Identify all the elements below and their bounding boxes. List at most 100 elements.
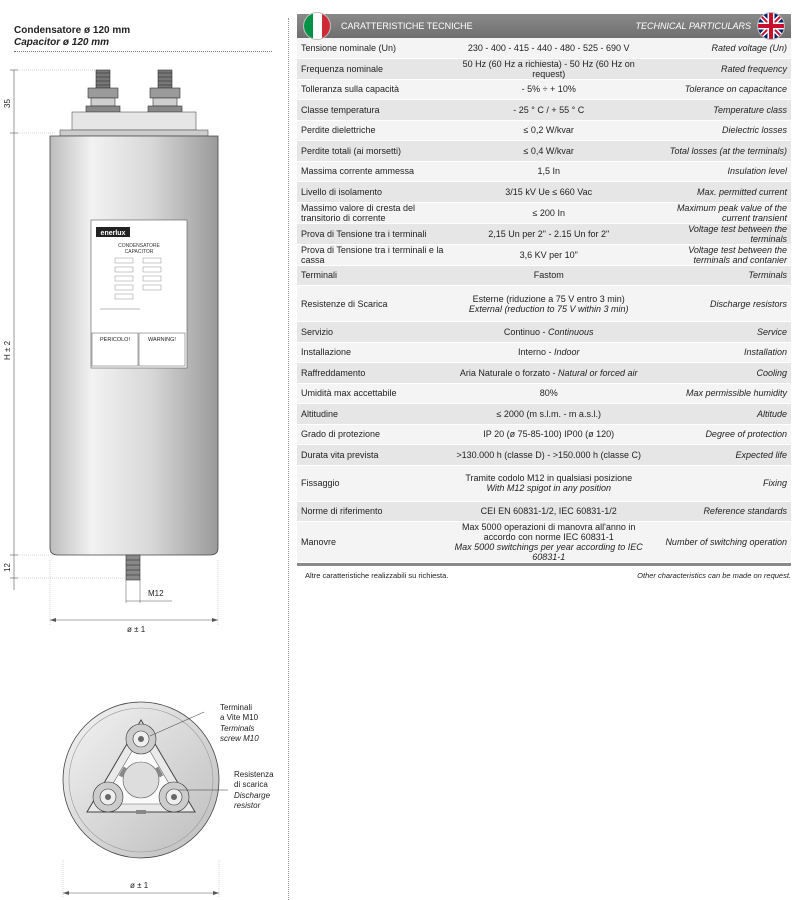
spec-row: Manovre Max 5000 operazioni di manovra al… xyxy=(297,521,791,563)
spec-value-primary: IP 20 (ø 75-85-100) IP00 (ø 120) xyxy=(483,429,615,440)
spec-value: ≤ 200 In xyxy=(447,202,650,224)
spec-row: Tensione nominale (Un)230 - 400 - 415 - … xyxy=(297,38,791,59)
dim-bottom-label: 12 xyxy=(3,563,12,572)
spec-label-it: Classe temperatura xyxy=(297,99,448,121)
spec-label-it: Massima corrente ammessa xyxy=(297,161,448,182)
spec-label-en: Dielectric losses xyxy=(649,120,791,141)
spec-label-en: Reference standards xyxy=(649,501,791,522)
spec-row: Fissaggio Tramite codolo M12 in qualsiasi… xyxy=(297,465,791,502)
spec-label-en: Terminals xyxy=(649,265,791,286)
spec-row: Massimo valore di cresta del transitorio… xyxy=(297,202,791,224)
spec-row: Altitudine≤ 2000 (m s.l.m. - m a.s.l.)Al… xyxy=(297,403,791,425)
spec-label-it: Frequenza nominale xyxy=(297,58,448,80)
dia-label-bottom: ø ± 1 xyxy=(130,881,149,890)
spec-label-it: Manovre xyxy=(297,521,448,563)
spec-label-en: Discharge resistors xyxy=(649,285,791,322)
spec-value-primary: 50 Hz (60 Hz a richiesta) - 50 Hz (60 Hz… xyxy=(462,58,635,79)
spec-value: Max 5000 operazioni di manovra all'anno … xyxy=(447,521,650,563)
discharge-resistor-icon xyxy=(118,766,164,814)
spec-label-it: Grado di protezione xyxy=(297,424,448,445)
spec-value: 3,6 KV per 10" xyxy=(447,244,650,266)
spec-value: - 5% ÷ + 10% xyxy=(447,79,650,100)
spec-row: Tolleranza sulla capacità- 5% ÷ + 10%Tol… xyxy=(297,79,791,100)
capacitor-top-view xyxy=(62,701,220,859)
spec-label-en: Voltage test between the terminals xyxy=(649,223,791,245)
column-divider xyxy=(288,18,289,900)
dim-top-label: 35 xyxy=(3,99,12,108)
spec-value-secondary: With M12 spigot in any position xyxy=(486,483,611,493)
spec-value-primary: ≤ 0,4 W/kvar xyxy=(523,145,574,156)
spec-label-en: Tolerance on capacitance xyxy=(649,79,791,100)
spec-value: - 25 ° C / + 55 ° C xyxy=(447,99,650,121)
spec-value-primary: Tramite codolo M12 in qualsiasi posizion… xyxy=(465,473,633,483)
spec-label-en: Degree of protection xyxy=(649,424,791,445)
spec-label-it: Massimo valore di cresta del transitorio… xyxy=(297,202,448,224)
spec-value: CEI EN 60831-1/2, IEC 60831-1/2 xyxy=(447,501,650,522)
spec-value-primary: - 25 ° C / + 55 ° C xyxy=(513,104,585,115)
spec-value: 50 Hz (60 Hz a richiesta) - 50 Hz (60 Hz… xyxy=(447,58,650,80)
spec-value-secondary: Continuous xyxy=(547,326,594,337)
title-separator xyxy=(14,51,272,52)
callout-terminals-line1: Terminali xyxy=(220,703,252,712)
nameplate-type-en: CAPACITOR xyxy=(125,249,154,255)
spec-row: Frequenza nominale 50 Hz (60 Hz a richies… xyxy=(297,58,791,80)
spec-value-secondary: Indoor xyxy=(553,347,580,358)
spec-row: Perdite totali (ai morsetti)≤ 0,4 W/kvar… xyxy=(297,140,791,162)
spec-value-primary: - 5% ÷ + 10% xyxy=(521,84,576,95)
italian-flag-icon xyxy=(303,12,331,40)
spec-value-secondary: External (reduction to 75 V within 3 min… xyxy=(468,303,629,314)
spec-label-en: Insulation level xyxy=(649,161,791,182)
spec-value: Continuo - Continuous xyxy=(447,321,650,343)
spec-label-it: Servizio xyxy=(297,321,448,343)
callout-terminals-line3: Terminals xyxy=(220,724,254,733)
specs-header-en: TECHNICAL PARTICULARS xyxy=(635,21,751,31)
spec-label-it: Terminali xyxy=(297,265,448,286)
spec-label-it: Installazione xyxy=(297,342,448,363)
product-title: Condensatore ø 120 mm Capacitor ø 120 mm xyxy=(14,25,130,49)
spec-value-primary: Interno - xyxy=(517,347,554,358)
terminal-stud-right-icon xyxy=(147,69,183,113)
uk-flag-icon xyxy=(757,12,785,40)
spec-label-en: Service xyxy=(649,321,791,343)
spec-value: ≤ 0,4 W/kvar xyxy=(447,140,650,162)
specs-header-it: CARATTERISTICHE TECNICHE xyxy=(341,21,473,31)
spec-value-primary: ≤ 200 In xyxy=(532,207,565,218)
spec-label-it: Raffreddamento xyxy=(297,362,448,384)
specs-notes: Altre caratteristiche realizzabili su ri… xyxy=(297,571,791,583)
product-title-en: Capacitor ø 120 mm xyxy=(14,37,110,48)
spec-label-it: Prova di Tensione tra i terminali xyxy=(297,223,448,245)
spec-label-en: Voltage test between the terminals and c… xyxy=(649,244,791,266)
spec-value: ≤ 2000 (m s.l.m. - m a.s.l.) xyxy=(447,403,650,425)
product-title-it: Condensatore ø 120 mm xyxy=(14,25,131,36)
dia-label: ø ± 1 xyxy=(127,625,146,634)
spec-label-en: Number of switching operation xyxy=(649,521,791,563)
spec-label-it: Norme di riferimento xyxy=(297,501,448,522)
spec-label-it: Fissaggio xyxy=(297,465,448,502)
spec-label-en: Installation xyxy=(649,342,791,363)
spec-value: >130.000 h (classe D) - >150.000 h (clas… xyxy=(447,444,650,466)
spec-value: Interno - Indoor xyxy=(447,342,650,363)
spec-value-primary: Aria Naturale o forzato - xyxy=(459,367,558,378)
spec-label-it: Umidità max accettabile xyxy=(297,383,448,404)
spec-row: Norme di riferimento CEI EN 60831-1/2, IE… xyxy=(297,501,791,522)
spec-label-en: Fixing xyxy=(649,465,791,502)
spec-value-primary: 1,5 In xyxy=(537,166,560,177)
spec-value-primary: Max 5000 operazioni di manovra all'anno … xyxy=(462,522,636,542)
spec-label-en: Cooling xyxy=(649,362,791,384)
specs-table: Tensione nominale (Un)230 - 400 - 415 - … xyxy=(297,38,791,563)
spec-value-primary: ≤ 2000 (m s.l.m. - m a.s.l.) xyxy=(496,408,601,419)
spec-label-en: Total losses (at the terminals) xyxy=(649,140,791,162)
spec-value: 80% xyxy=(447,383,650,404)
spec-value-primary: CEI EN 60831-1/2, IEC 60831-1/2 xyxy=(480,506,617,517)
spec-value-primary: 230 - 400 - 415 - 440 - 480 - 525 - 690 … xyxy=(467,42,630,53)
spec-row: Prova di Tensione tra i terminali e la c… xyxy=(297,244,791,266)
callout-resistor-line1: Resistenza xyxy=(234,770,274,779)
spec-value: IP 20 (ø 75-85-100) IP00 (ø 120) xyxy=(447,424,650,445)
terminal-screw-left-icon xyxy=(92,781,124,813)
